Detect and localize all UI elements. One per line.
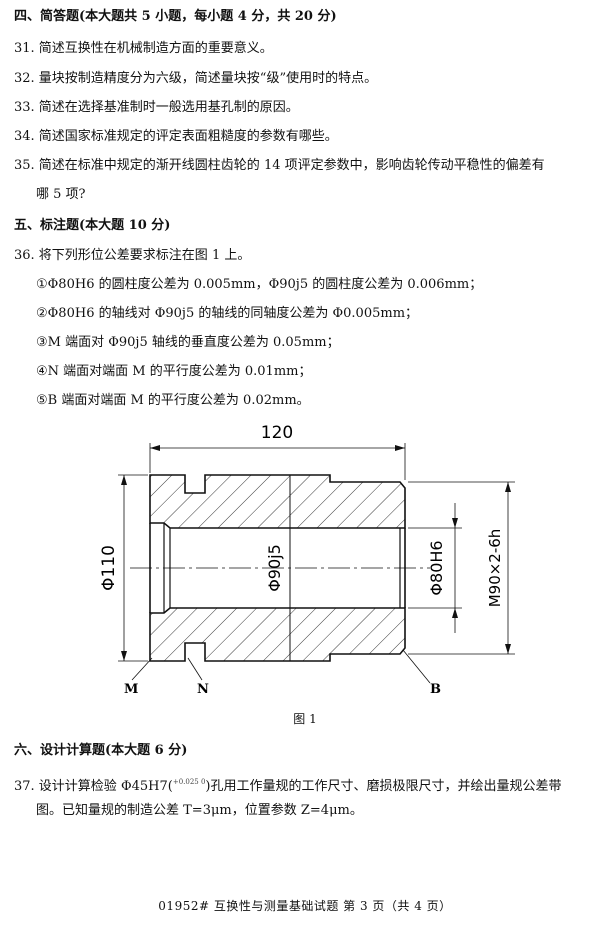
figure-caption: 图 1	[293, 712, 317, 726]
requirement-5: ⑤B 端面对端面 M 的平行度公差为 0.02mm。	[36, 393, 310, 408]
dimension-110-text: Φ110	[99, 545, 119, 591]
leader-b	[402, 649, 431, 684]
question-37-line1: 37. 设计计算检验 Φ45H7(+0.025 0)孔用工作量规的工作尺寸、磨损…	[14, 773, 562, 796]
requirement-2: ②Φ80H6 的轴线对 Φ90j5 的轴线的同轴度公差为 Φ0.005mm；	[36, 306, 419, 321]
requirement-1: ①Φ80H6 的圆柱度公差为 0.005mm，Φ90j5 的圆柱度公差为 0.0…	[36, 277, 483, 292]
page-footer: 01952# 互换性与测量基础试题 第 3 页（共 4 页）	[158, 899, 452, 913]
question-33: 33. 简述在选择基准制时一般选用基孔制的原因。	[14, 100, 299, 115]
section-5-title: 五、标注题(本大题 10 分)	[14, 218, 171, 233]
question-37-prefix: 37. 设计计算检验 Φ45H7(	[14, 779, 173, 794]
figure-1-drawing: 120 Φ110 Φ90j5 Φ80H6 M90×2-6h M N B	[99, 423, 515, 697]
dimension-90j5-text: Φ90j5	[265, 544, 284, 592]
leader-n	[187, 657, 203, 681]
question-34: 34. 简述国家标准规定的评定表面粗糙度的参数有哪些。	[14, 129, 338, 144]
section-4-title: 四、简答题(本大题共 5 小题，每小题 4 分，共 20 分)	[14, 9, 337, 24]
question-37-suffix: )孔用工作量规的工作尺寸、磨损极限尺寸，并绘出量规公差带	[205, 779, 562, 794]
requirement-4: ④N 端面对端面 M 的平行度公差为 0.01mm；	[36, 364, 312, 379]
label-b: B	[430, 682, 441, 697]
tolerance-superscript: +0.025 0	[172, 778, 206, 786]
section-6-title: 六、设计计算题(本大题 6 分)	[14, 743, 188, 758]
label-m: M	[124, 682, 138, 697]
leader-m	[131, 657, 153, 681]
question-36: 36. 将下列形位公差要求标注在图 1 上。	[14, 248, 251, 263]
question-35-line1: 35. 简述在标准中规定的渐开线圆柱齿轮的 14 项评定参数中，影响齿轮传动平稳…	[14, 158, 545, 173]
question-32: 32. 量块按制造精度分为六级，简述量块按“级”使用时的特点。	[14, 71, 378, 86]
dimension-80h6-text: Φ80H6	[427, 540, 446, 595]
requirement-3: ③M 端面对 Φ90j5 轴线的垂直度公差为 0.05mm；	[36, 335, 340, 350]
dimension-120-text: 120	[261, 423, 293, 443]
upper-section-hatch	[149, 474, 406, 529]
question-37-line2: 图。已知量规的制造公差 T=3μm，位置参数 Z=4μm。	[36, 803, 363, 818]
lower-section-hatch	[149, 607, 406, 662]
question-31: 31. 简述互换性在机械制造方面的重要意义。	[14, 41, 273, 56]
label-n: N	[197, 682, 209, 697]
dimension-thread-text: M90×2-6h	[486, 529, 504, 608]
question-35-line2: 哪 5 项?	[36, 187, 86, 202]
